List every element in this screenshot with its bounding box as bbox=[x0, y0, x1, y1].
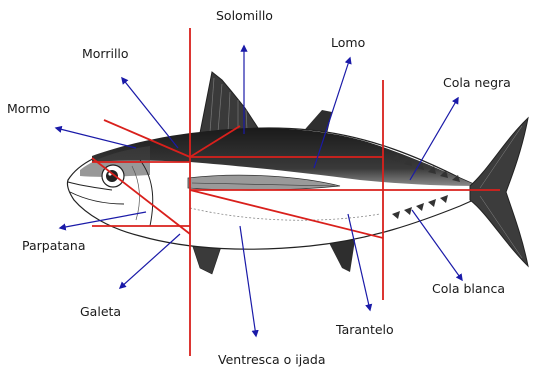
arrow-galeta bbox=[120, 234, 180, 288]
tuna-illustration bbox=[67, 72, 528, 274]
first-dorsal-fin bbox=[200, 72, 258, 133]
tail-fin bbox=[470, 118, 528, 266]
label-cola-negra: Cola negra bbox=[443, 75, 511, 90]
label-galeta: Galeta bbox=[80, 304, 121, 319]
arrow-mormo bbox=[56, 128, 136, 148]
label-ventresca: Ventresca o ijada bbox=[218, 352, 326, 367]
arrow-cola-blanca bbox=[412, 210, 462, 280]
label-cola-blanca: Cola blanca bbox=[432, 281, 505, 296]
label-morrillo: Morrillo bbox=[82, 46, 129, 61]
label-lomo: Lomo bbox=[331, 35, 365, 50]
label-mormo: Mormo bbox=[7, 101, 50, 116]
label-solomillo: Solomillo bbox=[216, 8, 273, 23]
label-tarantelo: Tarantelo bbox=[335, 322, 394, 337]
arrow-morrillo bbox=[122, 78, 178, 148]
label-parpatana: Parpatana bbox=[22, 238, 86, 253]
